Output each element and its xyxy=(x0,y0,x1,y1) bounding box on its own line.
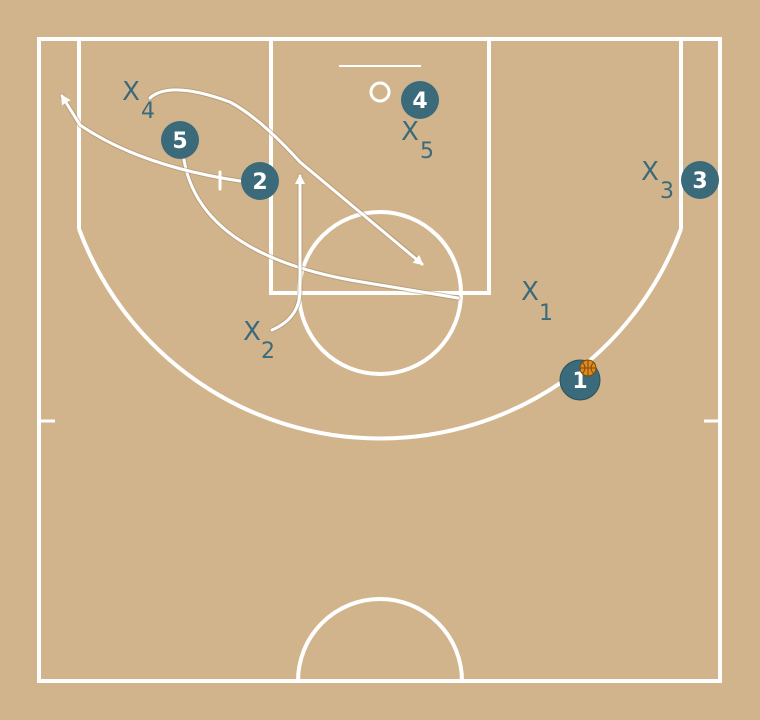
offense-players: 1 2 3 4 5 xyxy=(161,81,719,401)
player-5-circle xyxy=(161,121,199,159)
player-2-label: 2 xyxy=(252,170,267,195)
path-2-cut-arrow xyxy=(60,94,242,183)
path-5-screen-route xyxy=(182,158,460,300)
defender-x5-number: 5 xyxy=(420,139,434,164)
player-4-label: 4 xyxy=(412,89,427,114)
player-3-circle xyxy=(681,161,719,199)
movement-paths xyxy=(59,87,461,333)
basketball-icon xyxy=(579,359,597,377)
basket-rim xyxy=(369,81,391,103)
offense-player-3: 3 xyxy=(681,161,719,199)
player-5-label: 5 xyxy=(172,129,187,154)
defender-x3: X 3 xyxy=(641,157,674,204)
defender-x1-number: 1 xyxy=(539,301,553,326)
defense-players: X 1 X 2 X 3 X 4 X 5 xyxy=(122,77,674,364)
defender-x5-letter: X xyxy=(401,117,419,147)
defender-x3-letter: X xyxy=(641,157,659,187)
three-point-arc xyxy=(77,228,683,441)
path-2-flash-arrow xyxy=(270,174,305,332)
offense-player-5: 5 xyxy=(161,121,199,159)
defender-x2: X 2 xyxy=(243,317,275,364)
defender-x1-letter: X xyxy=(521,277,539,307)
offense-player-2: 2 xyxy=(241,162,279,200)
player-2-circle xyxy=(241,162,279,200)
player-3-label: 3 xyxy=(692,169,707,194)
defender-x3-number: 3 xyxy=(660,179,674,204)
player-4-circle xyxy=(401,81,439,119)
offense-player-1: 1 xyxy=(559,359,601,401)
defender-x4-letter: X xyxy=(122,77,140,107)
offense-player-4: 4 xyxy=(401,81,439,119)
defender-x4-number: 4 xyxy=(141,99,155,124)
defender-x4: X 4 xyxy=(122,77,155,124)
center-circle xyxy=(296,597,464,682)
defender-x1: X 1 xyxy=(521,277,553,326)
defender-x2-letter: X xyxy=(243,317,261,347)
defender-x2-number: 2 xyxy=(261,339,275,364)
path-4-dive-arrow xyxy=(148,88,424,266)
defender-x5: X 5 xyxy=(401,117,434,164)
